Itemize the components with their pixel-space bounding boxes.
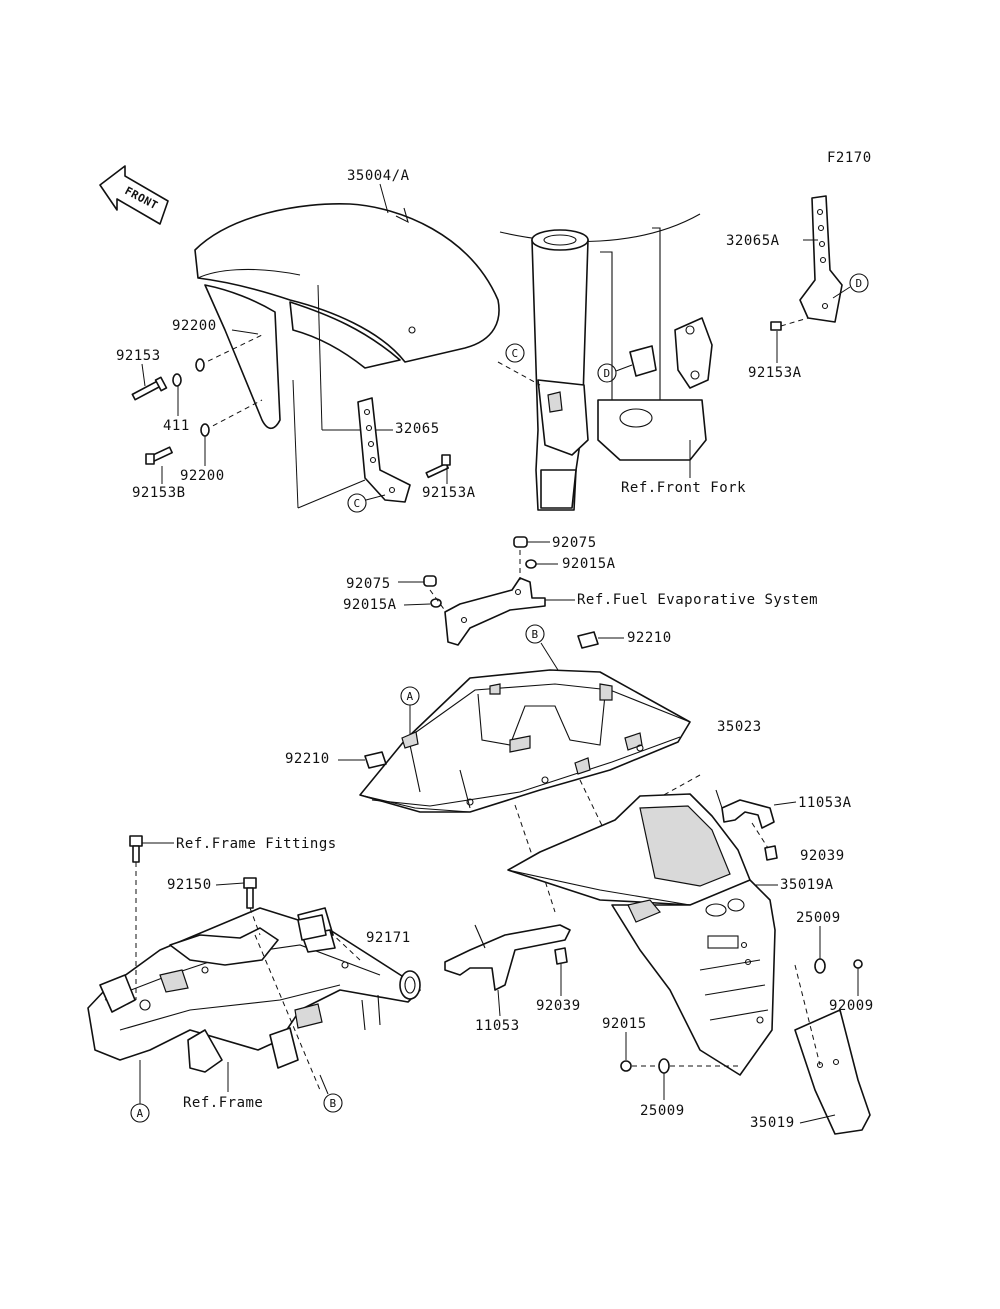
label-32065A: 32065A bbox=[726, 233, 780, 249]
label-35004A: 35004/A bbox=[347, 168, 410, 184]
ref-c-bracket-letter: C bbox=[353, 497, 360, 510]
label-ref-front-fork: Ref.Front Fork bbox=[621, 480, 746, 496]
label-92150: 92150 bbox=[167, 877, 212, 893]
bracket-11053 bbox=[444, 924, 571, 991]
rear-frame bbox=[87, 907, 421, 1073]
ref-b-fender-letter: B bbox=[531, 628, 538, 641]
clip-92210-left bbox=[364, 751, 387, 769]
flap-35019A bbox=[507, 793, 751, 906]
label-92200-top: 92200 bbox=[172, 318, 217, 334]
front-arrow-icon: FRONT bbox=[99, 165, 169, 225]
label-32065: 32065 bbox=[395, 421, 440, 437]
label-92039-bottom: 92039 bbox=[536, 998, 581, 1014]
clip-92210-top bbox=[577, 631, 599, 649]
label-92153A-bottom: 92153A bbox=[422, 485, 476, 501]
label-25009-right: 25009 bbox=[796, 910, 841, 926]
nut-92009 bbox=[853, 959, 863, 969]
washer-92200-top bbox=[195, 358, 205, 372]
nut-92015A-top bbox=[525, 559, 537, 569]
cap-92075-top bbox=[513, 536, 528, 548]
label-ref-frame-fittings: Ref.Frame Fittings bbox=[176, 836, 337, 852]
rear-fender-35023 bbox=[359, 669, 691, 813]
washer-411 bbox=[172, 373, 182, 387]
ref-d-fork bbox=[597, 363, 617, 383]
nut-92015 bbox=[620, 1060, 632, 1072]
label-11053A: 11053A bbox=[798, 795, 852, 811]
bolt-92153A-bottom bbox=[425, 454, 451, 479]
label-ref-fuel-evap: Ref.Fuel Evaporative System bbox=[577, 592, 818, 608]
bolt-frame-fittings bbox=[129, 835, 143, 1000]
label-92039-right: 92039 bbox=[800, 848, 845, 864]
label-92210-left: 92210 bbox=[285, 751, 330, 767]
ref-a-frame-letter: A bbox=[136, 1107, 143, 1120]
ref-d-fork-letter: D bbox=[603, 367, 610, 380]
evap-bracket bbox=[444, 577, 546, 646]
ref-c-front bbox=[505, 343, 525, 363]
grommet-92171 bbox=[297, 914, 361, 961]
label-35019A: 35019A bbox=[780, 877, 834, 893]
ref-d-bracket bbox=[849, 273, 869, 293]
ref-c-bracket bbox=[347, 493, 367, 513]
label-92075-left: 92075 bbox=[346, 576, 391, 592]
ref-c-front-letter: C bbox=[511, 347, 518, 360]
ref-a-fender-letter: A bbox=[406, 690, 413, 703]
front-fork bbox=[499, 213, 713, 511]
bracket-32065A bbox=[799, 195, 843, 323]
collar-25009-right bbox=[814, 958, 826, 974]
bolt-92150 bbox=[243, 877, 261, 936]
label-35023: 35023 bbox=[717, 719, 762, 735]
bolt-92153A-top bbox=[770, 317, 809, 331]
label-92200-bottom: 92200 bbox=[180, 468, 225, 484]
ref-b-frame-letter: B bbox=[329, 1097, 336, 1110]
label-92153A-top: 92153A bbox=[748, 365, 802, 381]
label-11053: 11053 bbox=[475, 1018, 520, 1034]
label-92015A-left: 92015A bbox=[343, 597, 397, 613]
label-92075-top: 92075 bbox=[552, 535, 597, 551]
bracket-32065 bbox=[357, 397, 411, 503]
cap-92075-left bbox=[423, 575, 437, 587]
bolt-92153 bbox=[131, 376, 168, 401]
label-ref-frame: Ref.Frame bbox=[183, 1095, 263, 1111]
label-92153: 92153 bbox=[116, 348, 161, 364]
ref-d-bracket-letter: D bbox=[855, 277, 862, 290]
collar-25009-bottom bbox=[658, 1058, 670, 1074]
label-25009-bottom: 25009 bbox=[640, 1103, 685, 1119]
bracket-11053A bbox=[715, 789, 775, 829]
diagram-code: F2170 bbox=[827, 150, 872, 166]
license-holder bbox=[611, 879, 776, 1076]
ref-b-fender bbox=[525, 624, 545, 644]
nut-92015A-left bbox=[430, 598, 442, 608]
label-411: 411 bbox=[163, 418, 190, 434]
ref-b-frame bbox=[323, 1093, 343, 1113]
screw-92039-right bbox=[764, 845, 778, 861]
flap-35019 bbox=[794, 1009, 871, 1135]
screw-92039-bottom bbox=[554, 947, 568, 965]
label-92210-top: 92210 bbox=[627, 630, 672, 646]
label-92015A-top: 92015A bbox=[562, 556, 616, 572]
washer-92200-bottom bbox=[200, 423, 210, 437]
label-35019: 35019 bbox=[750, 1115, 795, 1131]
label-92171: 92171 bbox=[366, 930, 411, 946]
bolt-92153B bbox=[145, 446, 173, 465]
label-92153B: 92153B bbox=[132, 485, 186, 501]
front-fender bbox=[194, 203, 500, 430]
label-92015: 92015 bbox=[602, 1016, 647, 1032]
